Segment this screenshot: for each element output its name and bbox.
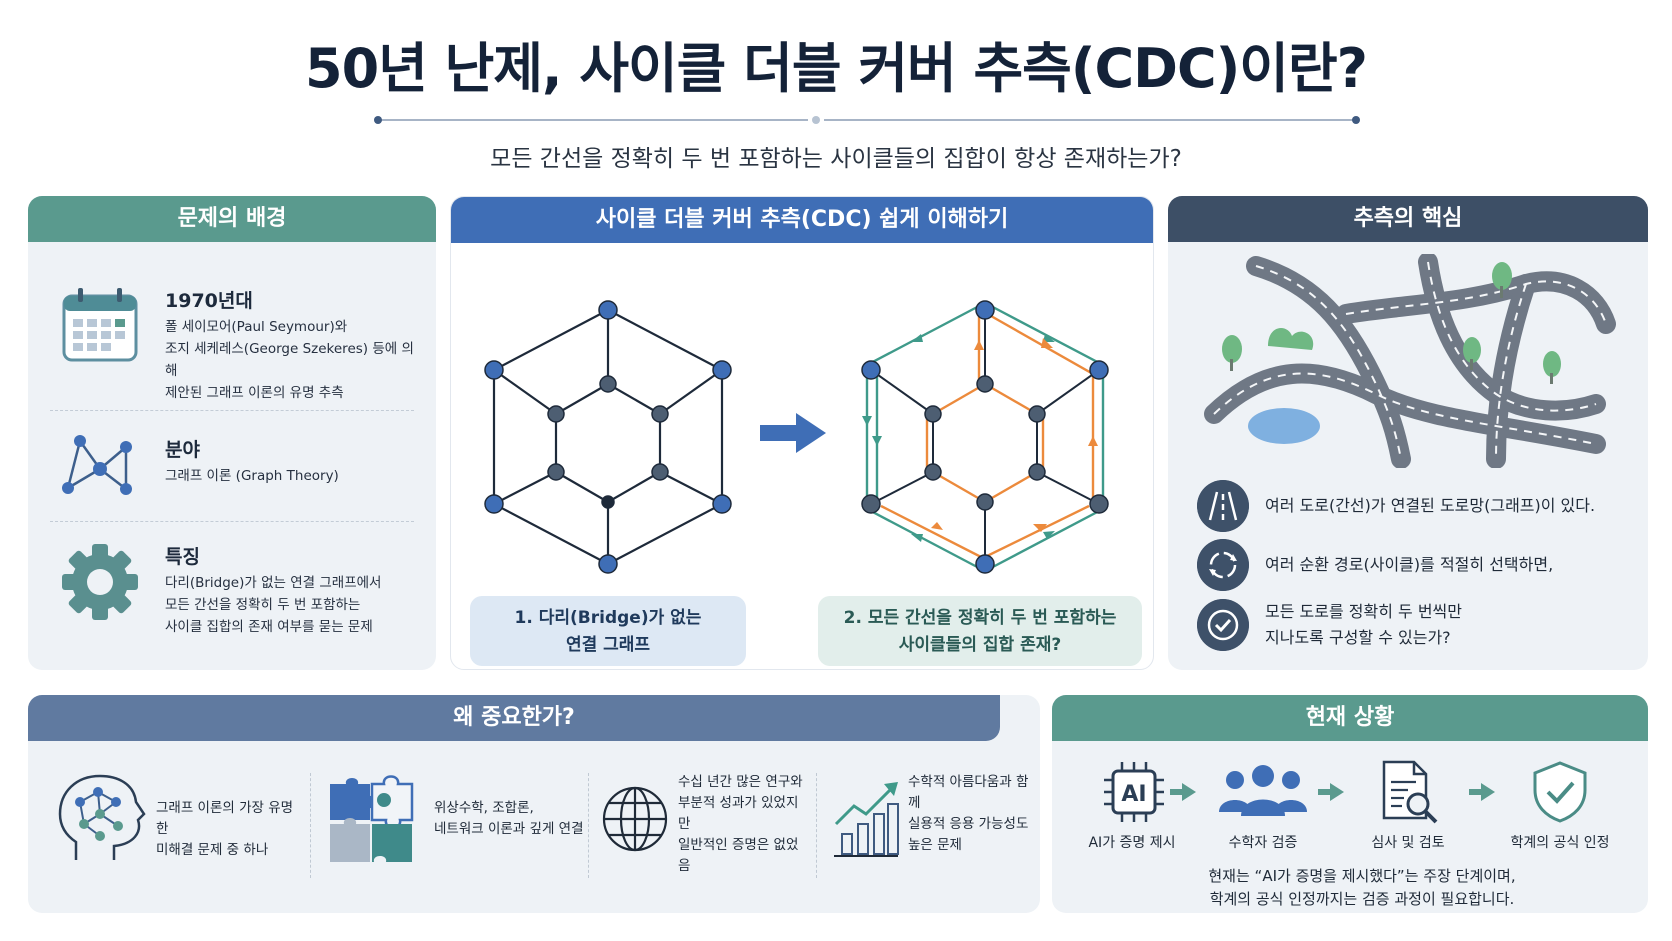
core-check-line-1: 모든 도로를 정확히 두 번씩만 — [1265, 602, 1462, 621]
field-title: 분야 — [165, 439, 200, 461]
road-icon — [1197, 480, 1249, 532]
caption-2-line-1: 2. 모든 간선을 정확히 두 번 포함하는 — [843, 608, 1117, 628]
step-label-review: 심사 및 검토 — [1371, 835, 1445, 851]
step-arrow-icon-1 — [1170, 783, 1196, 801]
step-arrow-icon-3 — [1469, 783, 1495, 801]
core-text-cycle: 여러 순환 경로(사이클)를 적절히 선택하면, — [1265, 552, 1553, 578]
status-step-verify: 수학자 검증 — [1213, 760, 1313, 860]
why-panel: 왜 중요한가? — [28, 695, 1040, 913]
why-beauty-line-1: 수학적 아름다움과 함께 — [908, 774, 1029, 811]
era-line-3: 제안된 그래프 이론의 유명 추측 — [165, 385, 344, 401]
feature-line-2: 모든 간선을 정확히 두 번 포함하는 — [165, 597, 361, 613]
why-divider-3 — [816, 773, 817, 878]
background-panel: 문제의 배경 — [28, 196, 436, 670]
bridgeless-graph — [484, 300, 732, 574]
caption-1-line-1: 1. 다리(Bridge)가 없는 — [514, 608, 702, 628]
era-title: 1970년대 — [165, 290, 253, 312]
why-research-line-2: 부분적 성과가 있었지만 — [678, 795, 799, 832]
step-label-recognition: 학계의 공식 인정 — [1510, 835, 1610, 851]
graph-caption-2: 2. 모든 간선을 정확히 두 번 포함하는 사이클들의 집합 존재? — [818, 596, 1142, 666]
globe-icon — [602, 786, 668, 852]
why-beauty-line-2: 실용적 응용 가능성도 — [908, 816, 1029, 832]
era-line-2: 조지 세케레스(George Szekeres) 등에 의해 — [165, 341, 414, 379]
why-text-connected: 위상수학, 조합론, 네트워크 이론과 깊게 연결 — [434, 798, 584, 840]
cycle-icon — [1197, 539, 1249, 591]
ai-chip-icon: AI — [1104, 762, 1164, 822]
page-title: 50년 난제, 사이클 더블 커버 추측(CDC)이란? — [305, 37, 1368, 100]
right-arrow-icon — [760, 413, 826, 453]
title-divider — [374, 116, 1360, 124]
feature-line-3: 사이클 집합의 존재 여부를 묻는 문제 — [165, 619, 373, 635]
why-item-beauty: 수학적 아름다움과 함께 실용적 응용 가능성도 높은 문제 — [832, 770, 1038, 880]
core-text-road: 여러 도로(간선)가 연결된 도로망(그래프)이 있다. — [1265, 493, 1595, 519]
status-header: 현재 상황 — [1052, 695, 1648, 741]
why-beauty-line-3: 높은 문제 — [908, 837, 962, 853]
people-icon — [1219, 765, 1307, 816]
core-road-line-1: 여러 도로(간선)가 연결된 도로망(그래프)이 있다. — [1265, 496, 1596, 515]
why-text-famous: 그래프 이론의 가장 유명한 미해결 문제 중 하나 — [156, 798, 304, 861]
brain-network-icon — [58, 774, 146, 860]
why-research-line-1: 수십 년간 많은 연구와 — [678, 774, 803, 790]
background-header: 문제의 배경 — [28, 196, 436, 242]
page-subtitle: 모든 간선을 정확히 두 번 포함하는 사이클들의 집합이 항상 존재하는가? — [490, 146, 1182, 172]
field-line-1: 그래프 이론 (Graph Theory) — [165, 468, 339, 484]
status-note-line-2: 학계의 공식 인정까지는 검증 과정이 필요합니다. — [1209, 890, 1515, 908]
background-item-era: 1970년대 폴 세이모어(Paul Seymour)와 조지 세케레스(Geo… — [30, 286, 414, 401]
calendar-icon — [62, 288, 138, 362]
background-divider-1 — [50, 410, 414, 411]
svg-text:AI: AI — [1121, 782, 1146, 807]
core-item-check: 모든 도로를 정확히 두 번씩만 지나도록 구성할 수 있는가? — [1197, 599, 1627, 653]
era-line-1: 폴 세이모어(Paul Seymour)와 — [165, 319, 348, 335]
why-famous-line-2: 미해결 문제 중 하나 — [156, 842, 269, 858]
why-item-research: 수십 년간 많은 연구와 부분적 성과가 있었지만 일반적인 증명은 없었음 — [600, 770, 810, 880]
check-circle-icon — [1197, 599, 1249, 651]
understand-header: 사이클 더블 커버 추측(CDC) 쉽게 이해하기 — [451, 197, 1153, 243]
why-connected-line-1: 위상수학, 조합론, — [434, 800, 534, 816]
core-item-cycle: 여러 순환 경로(사이클)를 적절히 선택하면, — [1197, 539, 1627, 593]
core-text-check: 모든 도로를 정확히 두 번씩만 지나도록 구성할 수 있는가? — [1265, 599, 1462, 651]
step-label-ai: AI가 증명 제시 — [1088, 835, 1176, 851]
field-text: 그래프 이론 (Graph Theory) — [165, 465, 415, 487]
status-note-line-1: 현재는 “AI가 증명을 제시했다”는 주장 단계이며, — [1208, 867, 1516, 885]
gear-icon — [62, 544, 138, 620]
why-header: 왜 중요한가? — [28, 695, 1000, 741]
why-connected-line-2: 네트워크 이론과 깊게 연결 — [434, 821, 584, 837]
why-text-beauty: 수학적 아름다움과 함께 실용적 응용 가능성도 높은 문제 — [908, 772, 1038, 856]
caption-1-line-2: 연결 그래프 — [565, 635, 651, 655]
step-arrow-icon-2 — [1318, 783, 1344, 801]
background-item-feature: 특징 다리(Bridge)가 없는 연결 그래프에서 모든 간선을 정확히 두 … — [30, 542, 410, 642]
status-step-ai: AI AI가 증명 제시 — [1082, 760, 1182, 860]
why-text-research: 수십 년간 많은 연구와 부분적 성과가 있었지만 일반적인 증명은 없었음 — [678, 772, 810, 877]
road-network-illustration — [1204, 254, 1616, 468]
shield-check-icon — [1533, 761, 1587, 823]
puzzle-icon — [330, 775, 414, 862]
core-cycle-line-1: 여러 순환 경로(사이클)를 적절히 선택하면, — [1265, 555, 1554, 574]
feature-title: 특징 — [165, 546, 200, 568]
background-divider-2 — [50, 521, 414, 522]
document-search-icon — [1382, 760, 1438, 824]
step-label-verify: 수학자 검증 — [1228, 835, 1298, 851]
status-step-recognition: 학계의 공식 인정 — [1510, 760, 1610, 860]
why-item-connected: 위상수학, 조합론, 네트워크 이론과 깊게 연결 — [326, 770, 586, 880]
core-item-road: 여러 도로(간선)가 연결된 도로망(그래프)이 있다. — [1197, 480, 1627, 534]
cycle-double-cover-graph — [861, 300, 1109, 574]
era-text: 폴 세이모어(Paul Seymour)와 조지 세케레스(George Sze… — [165, 316, 415, 404]
graph-network-icon — [62, 435, 132, 495]
status-step-review: 심사 및 검토 — [1358, 760, 1458, 860]
growth-chart-icon — [834, 782, 899, 857]
graph-caption-1: 1. 다리(Bridge)가 없는 연결 그래프 — [470, 596, 746, 666]
core-header: 추측의 핵심 — [1168, 196, 1648, 242]
why-famous-line-1: 그래프 이론의 가장 유명한 — [156, 800, 294, 837]
why-divider-1 — [310, 773, 311, 878]
why-research-line-3: 일반적인 증명은 없었음 — [678, 837, 799, 874]
why-item-famous: 그래프 이론의 가장 유명한 미해결 문제 중 하나 — [54, 770, 304, 880]
why-divider-2 — [588, 773, 589, 878]
feature-line-1: 다리(Bridge)가 없는 연결 그래프에서 — [165, 575, 382, 591]
caption-2-line-2: 사이클들의 집합 존재? — [898, 635, 1062, 655]
status-note: 현재는 “AI가 증명을 제시했다”는 주장 단계이며, 학계의 공식 인정까지… — [1052, 865, 1672, 911]
feature-text: 다리(Bridge)가 없는 연결 그래프에서 모든 간선을 정확히 두 번 포… — [165, 572, 415, 638]
background-item-field: 분야 그래프 이론 (Graph Theory) — [30, 435, 410, 495]
core-check-line-2: 지나도록 구성할 수 있는가? — [1265, 628, 1451, 647]
